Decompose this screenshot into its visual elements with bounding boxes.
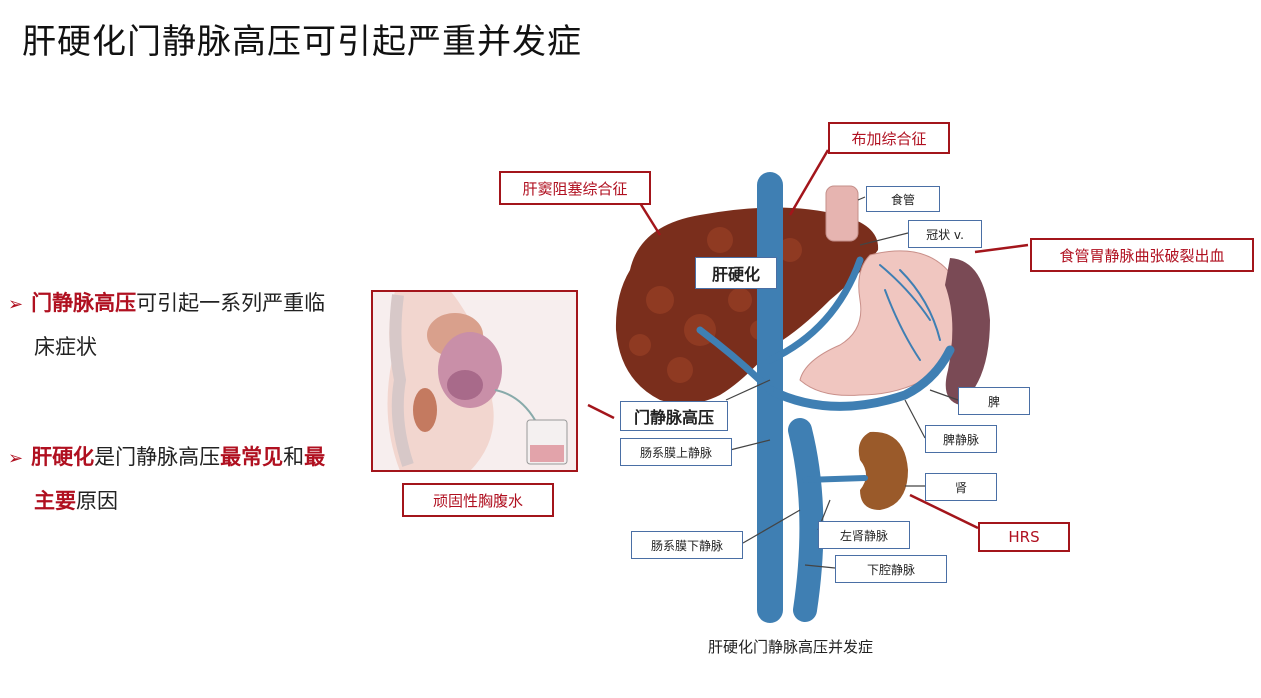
- label-cirrhosis: 肝硬化: [695, 257, 777, 289]
- bullet-2-text-3: 原因: [76, 489, 118, 513]
- ascites-frame: [371, 290, 578, 472]
- complication-leaders: [587, 149, 1029, 530]
- label-kidney: 肾: [925, 473, 997, 501]
- bullet-1-text-2: 床症状: [34, 335, 97, 359]
- bullet-arrow-icon: ➢: [8, 448, 24, 469]
- label-sinusoidal-obstruction: 肝窦阻塞综合征: [499, 171, 651, 205]
- figure-caption: 肝硬化门静脉高压并发症: [708, 638, 874, 656]
- label-portal-hypertension: 门静脉高压: [620, 401, 728, 431]
- label-hrs: HRS: [978, 522, 1070, 552]
- label-refractory-ascites: 顽固性胸腹水: [402, 483, 554, 517]
- kidney-illustration: [858, 431, 908, 510]
- bullet-2-text-2: 和: [283, 445, 305, 469]
- vein-illustration: [696, 172, 955, 623]
- bullet-2-red-2: 最常见: [220, 445, 284, 469]
- page-title: 肝硬化门静脉高压可引起严重并发症: [22, 22, 582, 62]
- label-variceal-bleeding: 食管胃静脉曲张破裂出血: [1030, 238, 1254, 272]
- label-ivc: 下腔静脉: [835, 555, 947, 583]
- bullet-cirrhosis-cause: ➢ 肝硬化是门静脉高压最常见和最 主要原因: [8, 436, 373, 522]
- label-esophagus: 食管: [866, 186, 940, 212]
- bullet-2-red-4: 主要: [34, 489, 76, 513]
- label-coronary-vein: 冠状 v.: [908, 220, 982, 248]
- label-imv: 肠系膜下静脉: [631, 531, 743, 559]
- bullet-1-text-1: 可引起一系列严重临: [136, 291, 326, 315]
- bullet-2-red-3: 最: [304, 445, 326, 469]
- label-smv: 肠系膜上静脉: [620, 438, 732, 466]
- ascites-illustration: [372, 291, 577, 471]
- label-left-renal-vein: 左肾静脉: [818, 521, 910, 549]
- label-budd-chiari: 布加综合征: [828, 122, 950, 154]
- bullet-2-text-1: 是门静脉高压: [94, 445, 221, 469]
- esophagus-illustration: [825, 185, 859, 242]
- spleen-illustration: [945, 258, 990, 405]
- label-splenic-vein: 脾静脉: [925, 425, 997, 453]
- bullet-2-red-1: 肝硬化: [31, 445, 95, 469]
- bullet-portal-hypertension: ➢ 门静脉高压可引起一系列严重临 床症状: [8, 282, 373, 368]
- bullet-arrow-icon: ➢: [8, 294, 24, 315]
- label-spleen: 脾: [958, 387, 1030, 415]
- bullet-1-red-1: 门静脉高压: [31, 291, 137, 315]
